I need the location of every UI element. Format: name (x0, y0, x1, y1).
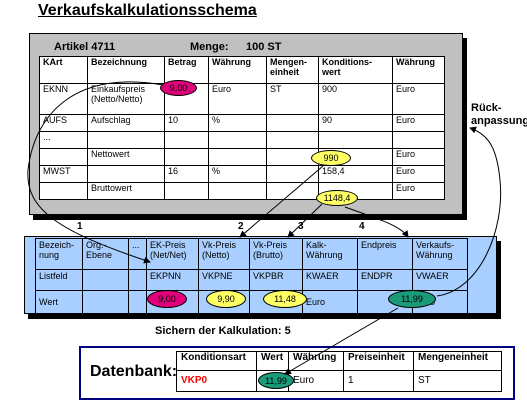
database-label: Datenbank: (90, 363, 178, 380)
screen-cell-text: Vk-Preis (Brutto) (253, 240, 288, 260)
article-label: Artikel 4711 (54, 41, 116, 53)
calc-row: Bruttowert Euro (39, 182, 445, 200)
screen-cell-text: Bezeich-nung (39, 240, 75, 260)
calculation-table: KArt Bezeichnung Betrag Währung Mengen-e… (39, 56, 445, 200)
screen-cell: Euro (302, 290, 358, 314)
calc-cell-text: Einkaufspreis (Netto/Netto) (91, 84, 146, 105)
screen-cell (82, 290, 129, 314)
db-cell: ST (413, 370, 502, 392)
final-price-field[interactable]: 11,99 (388, 290, 436, 308)
calc-header-cell: Währung (208, 56, 267, 84)
screen-cell: Vk-Preis (Brutto) (249, 238, 303, 270)
arrow-readjustment (436, 126, 502, 297)
step-number: 1 (77, 221, 83, 232)
calc-header-text: Mengen-einheit (270, 57, 307, 78)
calc-cell: Euro (392, 182, 445, 200)
arrow-step-5 (284, 307, 399, 375)
screen-cell: Verkaufs-Währung (412, 238, 468, 270)
quantity-value: 100 ST (246, 41, 282, 53)
calc-header-cell: Währung (392, 56, 445, 84)
calc-header-cell: Mengen-einheit (266, 56, 319, 84)
calc-header-cell: Betrag (164, 56, 209, 84)
net-value-highlight: 990 (311, 150, 351, 166)
screen-cell: EK-Preis (Net/Net) (146, 238, 199, 270)
calc-header-cell: Konditions-wert (318, 56, 393, 84)
calc-cell: ST (266, 83, 319, 115)
screen-header-row: Bezeich-nung Org.-Ebene ... EK-Preis (Ne… (35, 238, 468, 270)
screen-cell-text: Verkaufs-Währung (416, 240, 455, 260)
step-number: 4 (359, 221, 365, 232)
calc-header-row: KArt Bezeichnung Betrag Währung Mengen-e… (39, 56, 445, 84)
screen-cell-text: Kalk-Währung (306, 240, 343, 260)
db-value-highlight: 11,99 (258, 372, 294, 389)
screen-row: Listfeld EKPNN VKPNE VKPBR KWAER ENDPR V… (35, 269, 468, 291)
vk-gross-field[interactable]: 11,48 (263, 290, 307, 308)
step-number: 2 (238, 221, 244, 232)
screen-cell: Wert (35, 290, 83, 314)
database-table: Konditionsart Wert Währung Preiseinheit … (176, 351, 502, 392)
calc-header-text: Konditions-wert (322, 57, 372, 78)
arrow-step-1 (27, 81, 164, 264)
arrow-step-4 (344, 206, 409, 238)
screen-cell: Vk-Preis (Netto) (198, 238, 250, 270)
step-number: 3 (298, 221, 304, 232)
db-header-row: Konditionsart Wert Währung Preiseinheit … (176, 351, 502, 371)
diagram-title: Verkaufskalkulationsschema (38, 2, 257, 19)
arrow-step-3 (287, 203, 323, 238)
screen-cell-text: Org.-Ebene (86, 240, 113, 260)
calc-header-cell: Bezeichnung (87, 56, 165, 84)
calc-row: AUFS Aufschlag 10 % 90 Euro (39, 114, 445, 132)
ek-price-field[interactable]: 9,00 (147, 290, 187, 308)
screen-cell-text: Vk-Preis (Netto) (202, 240, 237, 260)
screen-cell: Kalk-Währung (302, 238, 358, 270)
screen-cell-text: EK-Preis (Net/Net) (150, 240, 187, 260)
vk-net-field[interactable]: 9,90 (206, 290, 246, 308)
quantity-label: Menge: (190, 41, 229, 53)
calc-cell: Einkaufspreis (Netto/Netto) (87, 83, 165, 115)
arrow-step-2 (239, 165, 324, 238)
gross-value-highlight: 1148,4 (316, 190, 358, 206)
save-calculation-label: Sichern der Kalkulation: 5 (155, 325, 291, 337)
calc-cell: EKNN (39, 83, 88, 115)
calc-cell: Euro (392, 148, 445, 166)
readjustment-label: Rück- anpassung (471, 102, 527, 127)
ek-price-highlight: 9,00 (160, 80, 197, 96)
